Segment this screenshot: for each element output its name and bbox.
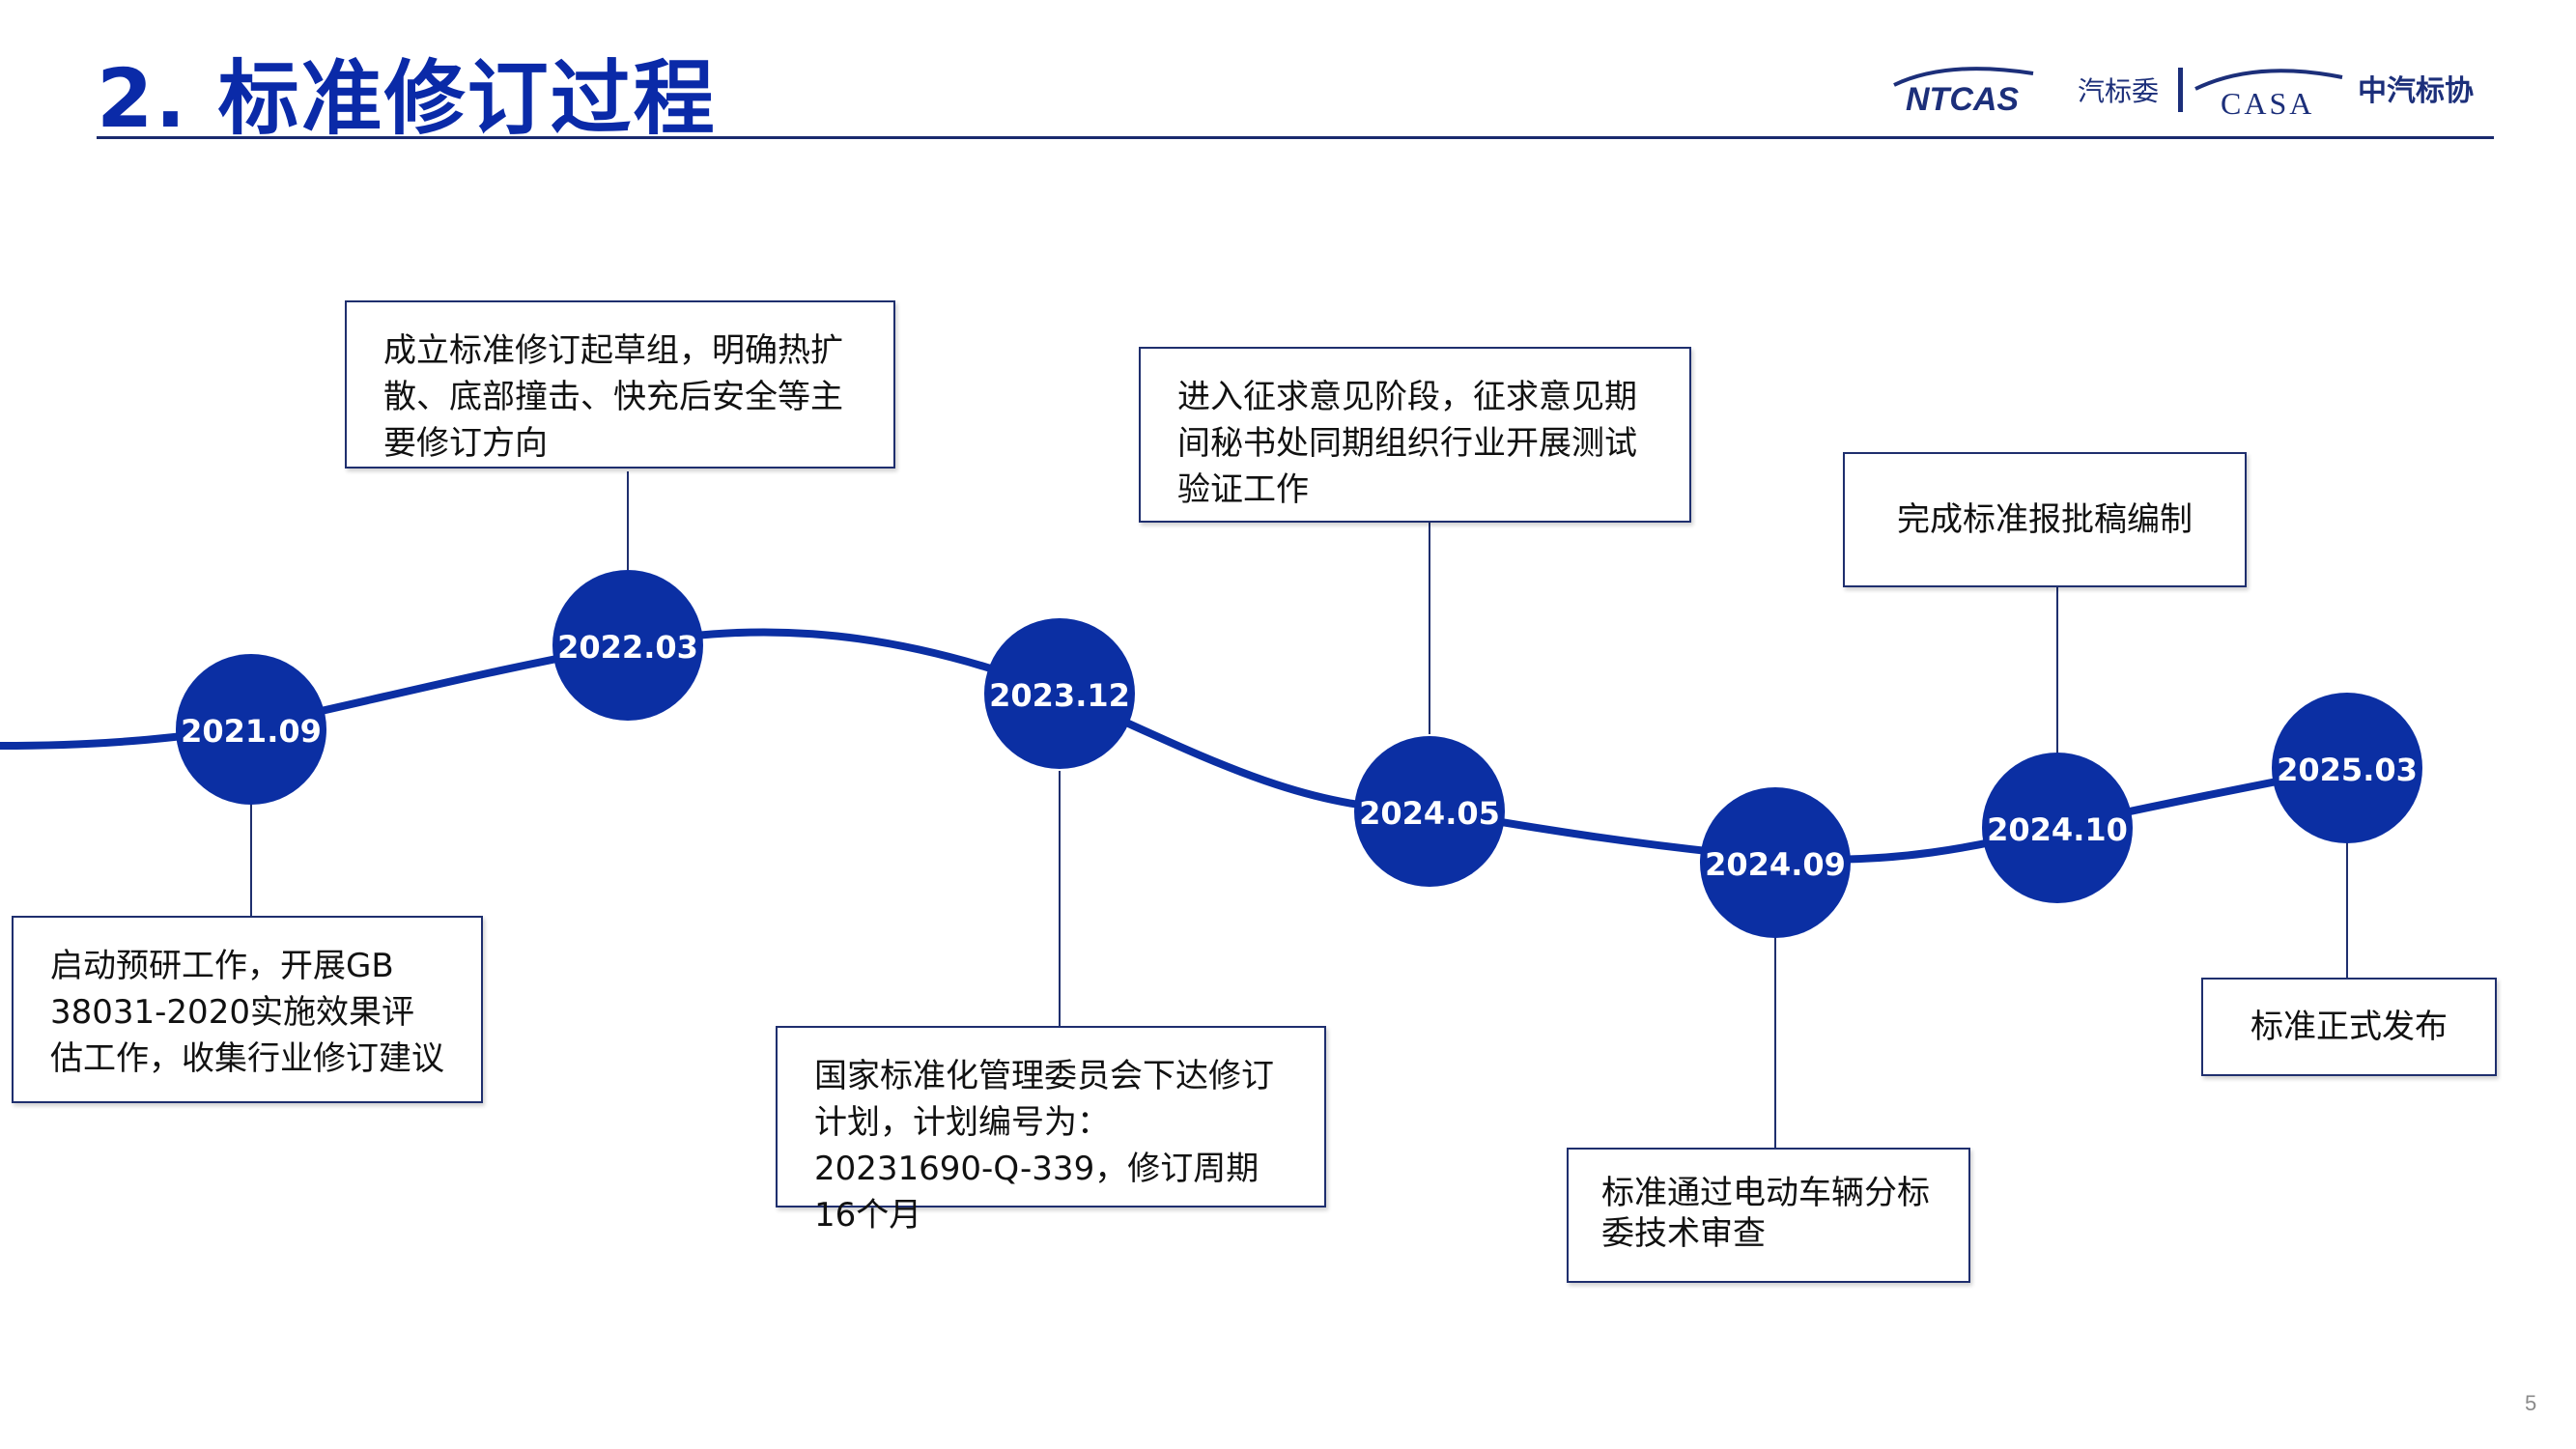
casa-brand-text: CASA (2221, 86, 2314, 121)
milestone-description: 成立标准修订起草组，明确热扩散、底部撞击、快充后安全等主要修订方向 (383, 331, 843, 463)
ntcas-name-text: 汽标委 (2078, 75, 2159, 107)
milestone-date: 2024.09 (1705, 846, 1846, 883)
logo-group: NTCAS 汽标委 CASA 中汽标协 (1893, 67, 2474, 121)
milestone-date: 2025.03 (2277, 752, 2418, 788)
ntcas-logo: NTCAS 汽标委 (1893, 67, 2159, 118)
milestone-description: 标准正式发布 (2250, 1008, 2448, 1046)
casa-swoosh-icon (2194, 69, 2343, 91)
milestone-node-2021-09: 2021.09 (176, 654, 326, 805)
milestone-node-2024-09: 2024.09 (1700, 787, 1851, 938)
milestone-node-2022-03: 2022.03 (552, 570, 703, 721)
milestone-description: 完成标准报批稿编制 (1897, 500, 2193, 539)
milestone-card-2021-09: 启动预研工作，开展GB 38031-2020实施效果评估工作，收集行业修订建议 (12, 916, 483, 1103)
milestone-date: 2021.09 (181, 713, 322, 750)
milestone-date: 2024.05 (1359, 795, 1500, 832)
page-number: 5 (2525, 1391, 2537, 1415)
casa-name-text: 中汽标协 (2358, 74, 2474, 108)
page-title: 2. 标准修订过程 (97, 51, 717, 146)
milestone-node-2025-03: 2025.03 (2272, 693, 2422, 843)
milestone-description: 启动预研工作，开展GB 38031-2020实施效果评估工作，收集行业修订建议 (50, 947, 444, 1078)
milestone-node-2024-10: 2024.10 (1982, 753, 2133, 903)
milestone-card-2023-12: 国家标准化管理委员会下达修订计划，计划编号为：20231690-Q-339，修订… (776, 1026, 1326, 1235)
milestone-card-2024-05: 进入征求意见阶段，征求意见期间秘书处同期组织行业开展测试验证工作 (1139, 347, 1691, 523)
milestone-card-2025-03: 标准正式发布 (2201, 978, 2497, 1076)
ntcas-brand-text: NTCAS (1906, 81, 2019, 118)
header-rule (97, 136, 2494, 139)
casa-logo: CASA 中汽标协 (2194, 69, 2474, 121)
milestone-date: 2022.03 (557, 629, 698, 666)
milestone-description: 进入征求意见阶段，征求意见期间秘书处同期组织行业开展测试验证工作 (1177, 378, 1637, 509)
milestone-card-2022-03: 成立标准修订起草组，明确热扩散、底部撞击、快充后安全等主要修订方向 (345, 300, 895, 469)
ntcas-swoosh-icon (1893, 67, 2034, 87)
milestone-date: 2024.10 (1987, 811, 2128, 848)
milestone-node-2023-12: 2023.12 (984, 618, 1135, 769)
logo-divider (2178, 68, 2183, 112)
header-logos: NTCAS 汽标委 CASA 中汽标协 (1888, 56, 2487, 126)
milestone-card-2024-09: 标准通过电动车辆分标委技术审查 (1567, 1148, 1970, 1283)
milestone-node-2024-05: 2024.05 (1354, 736, 1505, 887)
milestone-card-2024-10: 完成标准报批稿编制 (1843, 452, 2247, 587)
milestone-description: 标准通过电动车辆分标委技术审查 (1601, 1174, 1930, 1253)
milestone-description: 国家标准化管理委员会下达修订计划，计划编号为：20231690-Q-339，修订… (814, 1057, 1274, 1235)
milestone-date: 2023.12 (989, 677, 1130, 714)
